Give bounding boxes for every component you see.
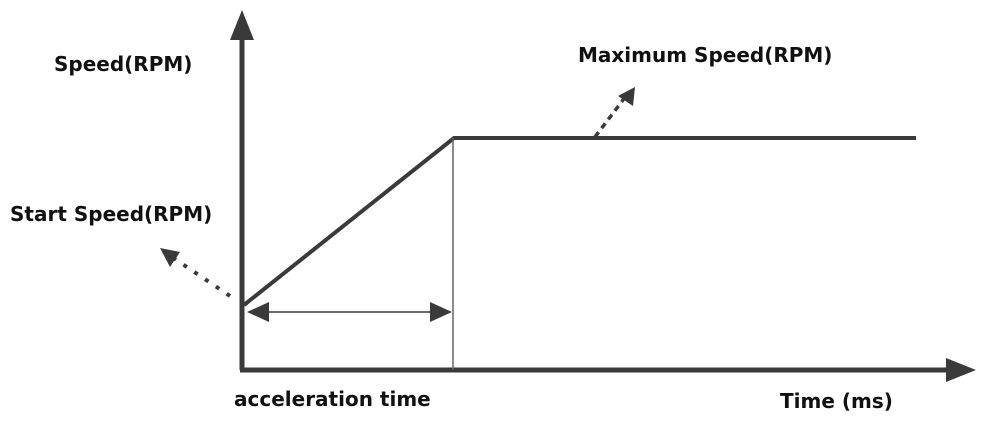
start-speed-arrowhead xyxy=(160,248,180,267)
acceleration-time-label: acceleration time xyxy=(234,387,431,411)
start-speed-pointer xyxy=(170,255,232,298)
max-speed-arrowhead xyxy=(618,87,635,106)
y-axis-label: Speed(RPM) xyxy=(54,52,192,76)
speed-profile-line xyxy=(242,136,916,307)
start-speed-label: Start Speed(RPM) xyxy=(10,202,212,226)
max-speed-pointer xyxy=(593,94,628,139)
y-axis-arrowhead xyxy=(230,10,254,40)
x-axis-arrowhead xyxy=(946,358,976,382)
x-axis-label: Time (ms) xyxy=(780,389,893,413)
max-speed-label: Maximum Speed(RPM) xyxy=(578,43,832,67)
acceleration-arrow-right xyxy=(430,302,452,322)
acceleration-arrow-left xyxy=(247,302,269,322)
